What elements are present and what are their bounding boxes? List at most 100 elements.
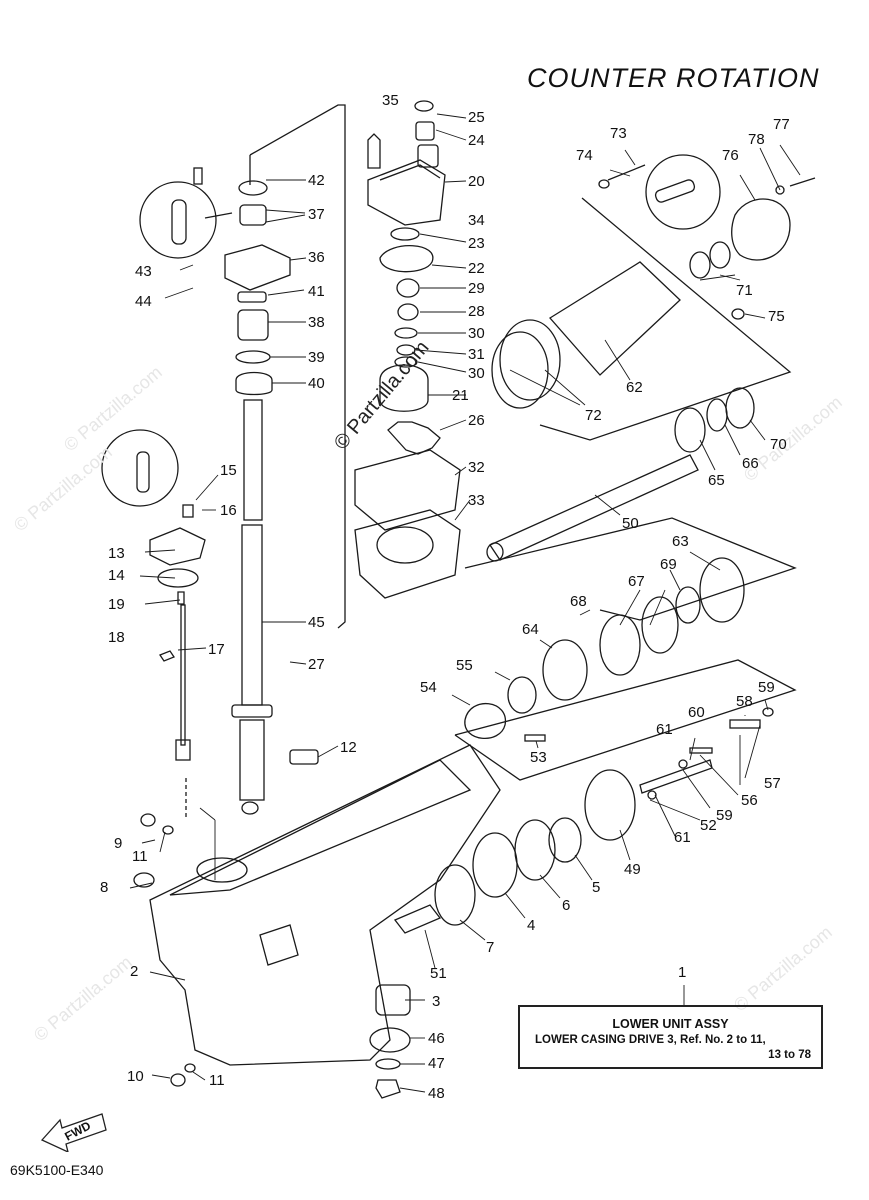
callout-30[interactable]: 30 — [468, 365, 485, 382]
callout-24[interactable]: 24 — [468, 132, 485, 149]
callout-58[interactable]: 58 — [736, 693, 753, 710]
callout-29[interactable]: 29 — [468, 280, 485, 297]
water-pump-group — [354, 100, 461, 599]
callout-43[interactable]: 43 — [135, 263, 152, 280]
section-outline-shift-parts — [454, 659, 797, 781]
callout-75[interactable]: 75 — [768, 308, 785, 325]
callout-16[interactable]: 16 — [220, 502, 237, 519]
callout-47[interactable]: 47 — [428, 1055, 445, 1072]
bearing-housing — [491, 154, 816, 409]
callout-50[interactable]: 50 — [622, 515, 639, 532]
lower-casing — [133, 744, 501, 1087]
callout-37[interactable]: 37 — [308, 206, 325, 223]
callout-48[interactable]: 48 — [428, 1085, 445, 1102]
callout-61[interactable]: 61 — [656, 721, 673, 738]
callout-66[interactable]: 66 — [742, 455, 759, 472]
callout-61[interactable]: 61 — [674, 829, 691, 846]
callout-38[interactable]: 38 — [308, 314, 325, 331]
callout-8[interactable]: 8 — [100, 879, 109, 896]
reference-description: LOWER CASING DRIVE 3, Ref. No. 2 to 11, — [535, 1034, 766, 1046]
callout-62[interactable]: 62 — [626, 379, 643, 396]
callout-55[interactable]: 55 — [456, 657, 473, 674]
reference-title: LOWER UNIT ASSY — [612, 1017, 729, 1031]
callout-21[interactable]: 21 — [452, 387, 469, 404]
callout-56[interactable]: 56 — [741, 792, 758, 809]
callout-52[interactable]: 52 — [700, 817, 717, 834]
callout-71[interactable]: 71 — [736, 282, 753, 299]
callout-65[interactable]: 65 — [708, 472, 725, 489]
callout-15[interactable]: 15 — [220, 462, 237, 479]
diagram-code: 69K5100-E340 — [10, 1162, 104, 1178]
callout-53[interactable]: 53 — [530, 749, 547, 766]
callout-6[interactable]: 6 — [562, 897, 571, 914]
callout-72[interactable]: 72 — [585, 407, 602, 424]
callout-23[interactable]: 23 — [468, 235, 485, 252]
callout-10[interactable]: 10 — [127, 1068, 144, 1085]
callout-49[interactable]: 49 — [624, 861, 641, 878]
callout-39[interactable]: 39 — [308, 349, 325, 366]
callout-76[interactable]: 76 — [722, 147, 739, 164]
callout-67[interactable]: 67 — [628, 573, 645, 590]
callout-51[interactable]: 51 — [430, 965, 447, 982]
forward-gear-group — [434, 557, 745, 926]
callout-70[interactable]: 70 — [770, 436, 787, 453]
callout-26[interactable]: 26 — [468, 412, 485, 429]
callout-59[interactable]: 59 — [716, 807, 733, 824]
callout-44[interactable]: 44 — [135, 293, 152, 310]
callout-73[interactable]: 73 — [610, 125, 627, 142]
propeller-shaft — [486, 387, 755, 562]
callout-13[interactable]: 13 — [108, 545, 125, 562]
callout-14[interactable]: 14 — [108, 567, 125, 584]
callout-54[interactable]: 54 — [420, 679, 437, 696]
callout-28[interactable]: 28 — [468, 303, 485, 320]
section-outline-water-pump — [249, 104, 346, 629]
callout-1[interactable]: 1 — [678, 964, 687, 981]
callout-30[interactable]: 30 — [468, 325, 485, 342]
drive-shaft-group — [224, 180, 291, 815]
diagram-title: COUNTER ROTATION — [527, 63, 820, 93]
callout-11[interactable]: 11 — [209, 1072, 225, 1089]
callout-20[interactable]: 20 — [468, 173, 485, 190]
callout-18[interactable]: 18 — [108, 629, 125, 646]
callout-77[interactable]: 77 — [773, 116, 790, 133]
callout-59[interactable]: 59 — [758, 679, 775, 696]
section-outline-shaft-housing — [539, 197, 792, 441]
callout-33[interactable]: 33 — [468, 492, 485, 509]
callout-34[interactable]: 34 — [468, 212, 485, 229]
callout-41[interactable]: 41 — [308, 283, 325, 300]
callout-57[interactable]: 57 — [764, 775, 781, 792]
callout-4[interactable]: 4 — [527, 917, 536, 934]
callout-25[interactable]: 25 — [468, 109, 485, 126]
callout-19[interactable]: 19 — [108, 596, 125, 613]
callout-68[interactable]: 68 — [570, 593, 587, 610]
callout-17[interactable]: 17 — [208, 641, 225, 658]
callout-60[interactable]: 60 — [688, 704, 705, 721]
callout-11[interactable]: 11 — [132, 848, 148, 865]
lubricant-inset — [139, 181, 233, 259]
callout-69[interactable]: 69 — [660, 556, 677, 573]
callout-5[interactable]: 5 — [592, 879, 601, 896]
callout-32[interactable]: 32 — [468, 459, 485, 476]
callout-46[interactable]: 46 — [428, 1030, 445, 1047]
callout-36[interactable]: 36 — [308, 249, 325, 266]
callout-63[interactable]: 63 — [672, 533, 689, 550]
callout-42[interactable]: 42 — [308, 172, 325, 189]
shift-rod-group — [101, 167, 206, 820]
callout-40[interactable]: 40 — [308, 375, 325, 392]
callout-27[interactable]: 27 — [308, 656, 325, 673]
callout-74[interactable]: 74 — [576, 147, 593, 164]
callout-2[interactable]: 2 — [130, 963, 139, 980]
callout-22[interactable]: 22 — [468, 260, 485, 277]
reference-description-cont: 13 to 78 — [768, 1049, 811, 1061]
callout-35[interactable]: 35 — [382, 92, 399, 109]
callout-12[interactable]: 12 — [340, 739, 357, 756]
leader-lines — [129, 113, 801, 1093]
callout-64[interactable]: 64 — [522, 621, 539, 638]
callout-3[interactable]: 3 — [432, 993, 441, 1010]
callout-45[interactable]: 45 — [308, 614, 325, 631]
callout-7[interactable]: 7 — [486, 939, 495, 956]
callout-78[interactable]: 78 — [748, 131, 765, 148]
callout-31[interactable]: 31 — [468, 346, 485, 363]
callout-9[interactable]: 9 — [114, 835, 123, 852]
